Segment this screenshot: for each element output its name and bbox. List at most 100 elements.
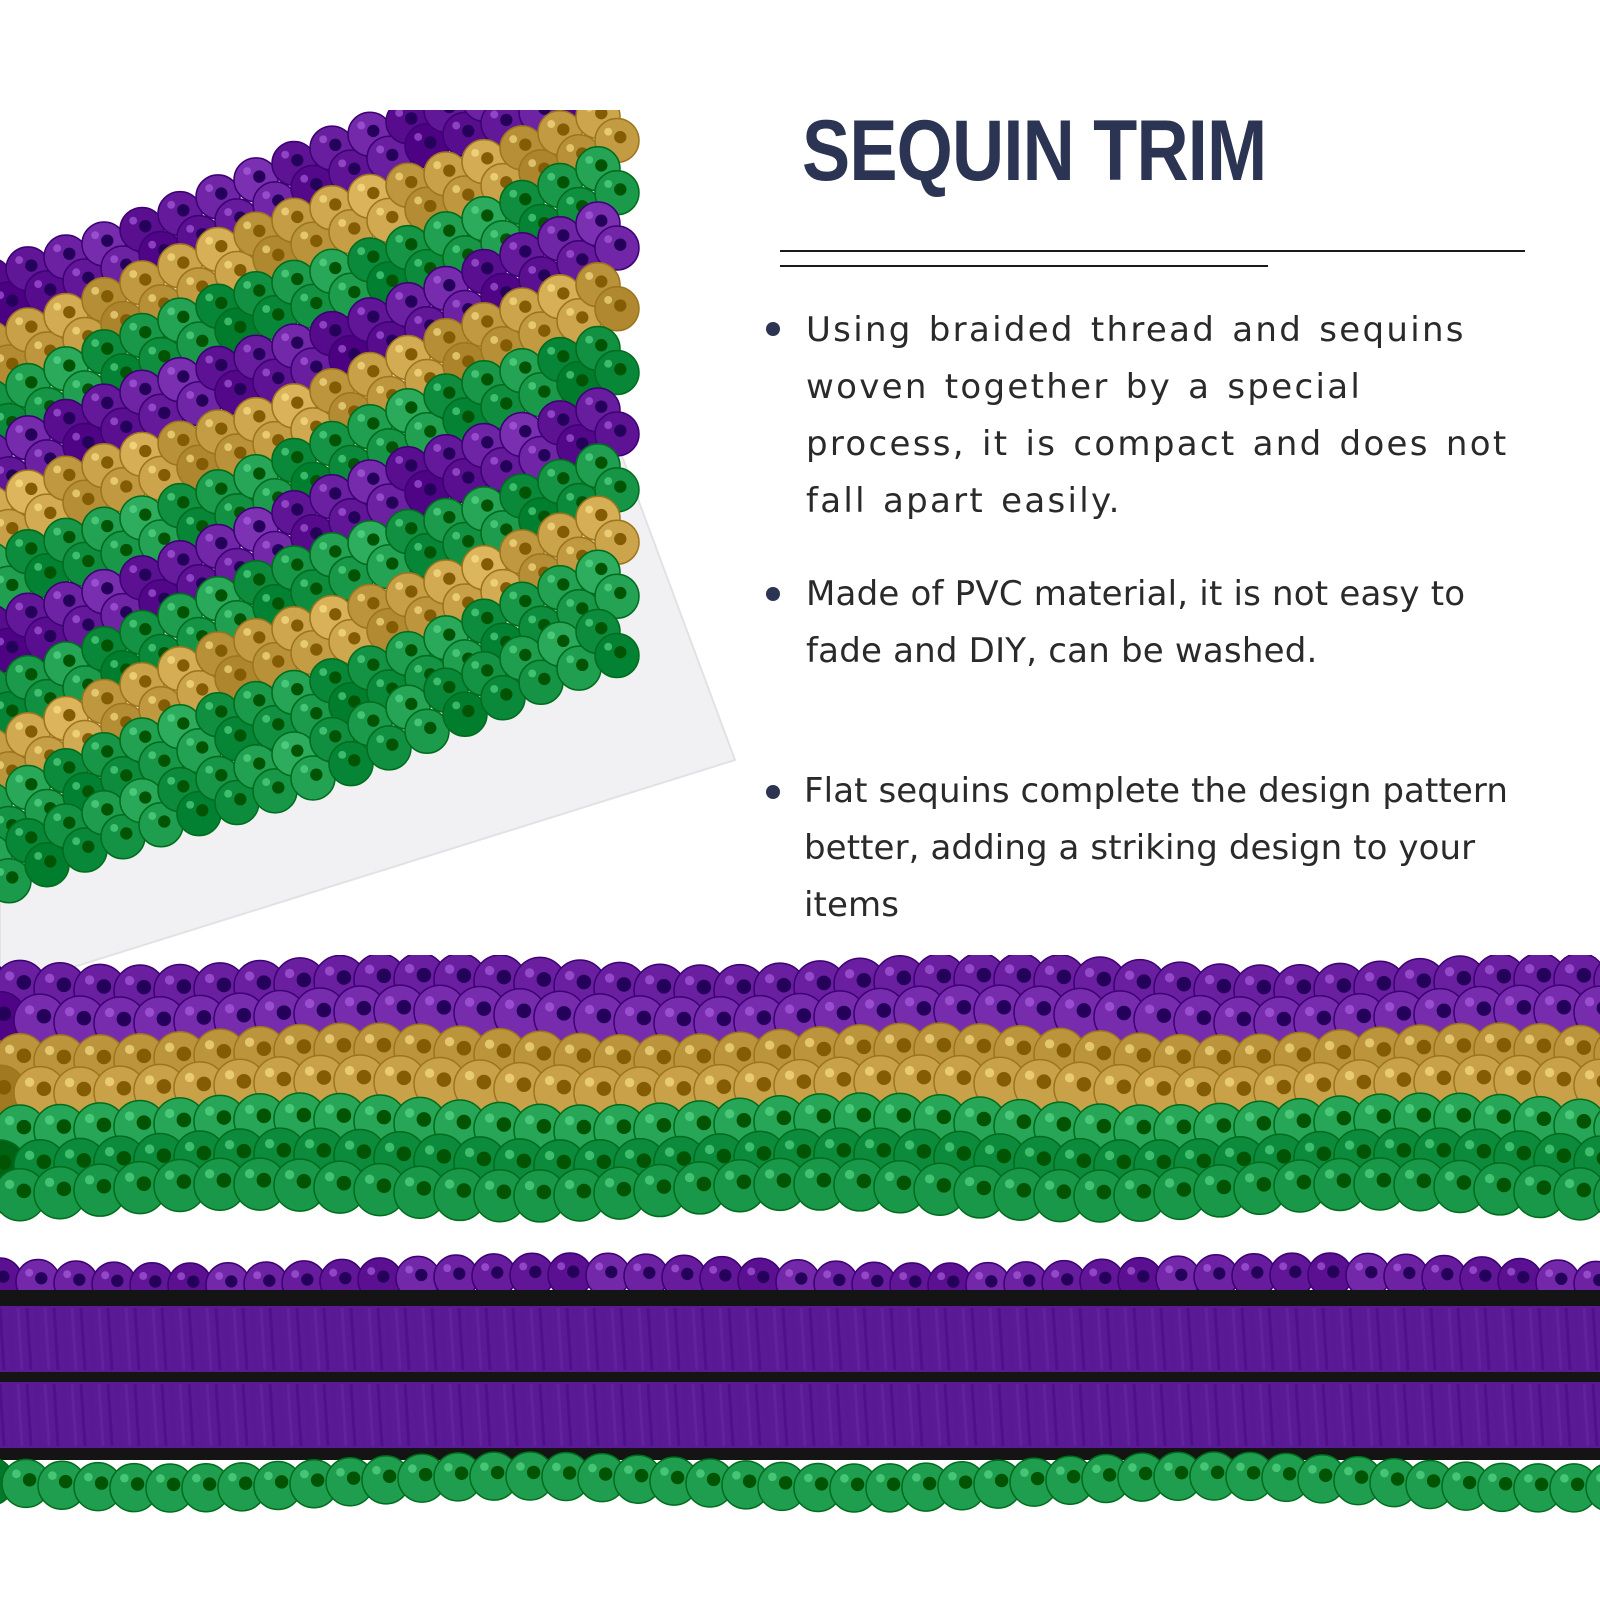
weave-strand: [1528, 1383, 1536, 1447]
weave-strand: [1483, 1383, 1491, 1447]
weave-strand: [1510, 1383, 1518, 1447]
weave-strand: [1393, 1307, 1401, 1371]
weave-strand: [1456, 1307, 1464, 1371]
weave-strand: [862, 1383, 870, 1447]
weave-strand: [1420, 1307, 1428, 1371]
weave-strand: [106, 1383, 114, 1447]
weave-strand: [628, 1307, 636, 1371]
feature-text-pvc: Made of PVC material, it is not easy to …: [806, 574, 1466, 671]
sequin: [533, 1064, 587, 1118]
sequin: [901, 1462, 951, 1512]
sequin: [1113, 1168, 1167, 1222]
weave-strand: [538, 1383, 546, 1447]
sequin: [73, 1163, 127, 1217]
weave-strand: [646, 1383, 654, 1447]
back-band-weave: [0, 1307, 1599, 1447]
weave-strand: [70, 1307, 78, 1371]
sequin: [1433, 1159, 1487, 1214]
weave-strand: [907, 1383, 915, 1447]
sequin: [473, 1168, 527, 1223]
weave-strand: [1456, 1383, 1464, 1447]
weave-strand: [1465, 1383, 1473, 1447]
weave-strand: [1078, 1383, 1086, 1447]
weave-strand: [1519, 1383, 1527, 1447]
weave-strand: [1033, 1307, 1041, 1371]
roll-stripes: [0, 110, 640, 904]
weave-strand: [574, 1307, 582, 1371]
weave-strand: [484, 1307, 492, 1371]
feature-text-braided: Using braided thread and sequins woven t…: [806, 310, 1509, 521]
weave-strand: [1105, 1307, 1113, 1371]
weave-strand: [1582, 1307, 1590, 1371]
weave-strand: [340, 1383, 348, 1447]
weave-strand: [952, 1307, 960, 1371]
weave-strand: [1051, 1307, 1059, 1371]
weave-strand: [1339, 1307, 1347, 1371]
sequin: [573, 993, 627, 1047]
weave-strand: [1132, 1383, 1140, 1447]
weave-strand: [1150, 1307, 1158, 1371]
weave-strand: [430, 1307, 438, 1371]
weave-strand: [529, 1307, 537, 1371]
page-title: SEQUIN TRIM: [802, 103, 1267, 199]
weave-strand: [1294, 1383, 1302, 1447]
weave-strand: [1006, 1383, 1014, 1447]
weave-strand: [1330, 1307, 1338, 1371]
weave-strand: [745, 1383, 753, 1447]
weave-strand: [1033, 1383, 1041, 1447]
weave-strand: [844, 1383, 852, 1447]
weave-strand: [277, 1307, 285, 1371]
weave-strand: [1222, 1307, 1230, 1371]
weave-strand: [961, 1383, 969, 1447]
sequin: [953, 1165, 1007, 1219]
weave-strand: [1195, 1383, 1203, 1447]
weave-strand: [223, 1383, 231, 1447]
weave-strand: [1285, 1383, 1293, 1447]
weave-strand: [619, 1307, 627, 1371]
weave-strand: [1249, 1307, 1257, 1371]
weave-strand: [142, 1383, 150, 1447]
weave-strand: [511, 1307, 519, 1371]
weave-strand: [61, 1383, 69, 1447]
weave-strand: [754, 1307, 762, 1371]
weave-strand: [1222, 1383, 1230, 1447]
sequin: [1, 1458, 51, 1509]
sequin: [393, 1165, 447, 1219]
weave-strand: [448, 1307, 456, 1371]
weave-strand: [1168, 1383, 1176, 1447]
weave-strand: [187, 1383, 195, 1447]
weave-strand: [205, 1383, 213, 1447]
weave-strand: [1357, 1383, 1365, 1447]
weave-strand: [889, 1307, 897, 1371]
weave-strand: [457, 1307, 465, 1371]
weave-strand: [124, 1383, 132, 1447]
weave-strand: [1402, 1383, 1410, 1447]
weave-strand: [808, 1307, 816, 1371]
sequin: [1093, 1063, 1147, 1118]
weave-strand: [1348, 1307, 1356, 1371]
sequin: [353, 1162, 407, 1217]
sequin: [553, 1168, 607, 1222]
sequin: [480, 674, 526, 721]
weave-strand: [547, 1383, 555, 1447]
weave-strand: [1510, 1307, 1518, 1371]
weave-strand: [43, 1307, 51, 1371]
sequin: [153, 1158, 207, 1213]
sequin: [556, 645, 602, 691]
sequin: [413, 1056, 467, 1111]
weave-strand: [1294, 1307, 1302, 1371]
sequin: [541, 1451, 591, 1502]
weave-strand: [781, 1383, 789, 1447]
sequin: [1353, 1157, 1407, 1211]
sequin: [1421, 1254, 1467, 1301]
front-sequin-rows: [0, 955, 1600, 1223]
weave-strand: [547, 1307, 555, 1371]
weave-strand: [979, 1307, 987, 1371]
weave-strand: [1051, 1383, 1059, 1447]
weave-strand: [1438, 1383, 1446, 1447]
weave-strand: [250, 1307, 258, 1371]
weave-strand: [943, 1307, 951, 1371]
sequin-trim-front-image: [0, 955, 1600, 1223]
weave-strand: [133, 1307, 141, 1371]
weave-strand: [1150, 1383, 1158, 1447]
